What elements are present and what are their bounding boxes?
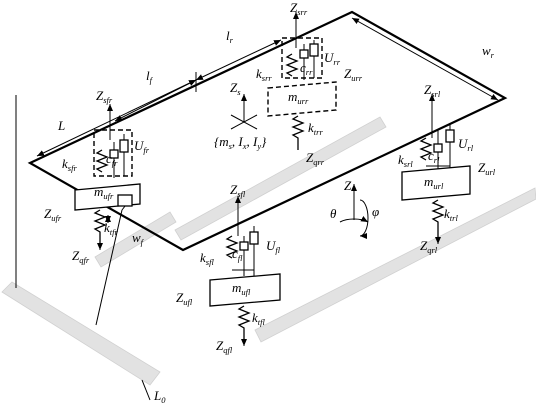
label-crl: crl	[428, 148, 440, 165]
label-ktfl: ktfl	[252, 310, 266, 327]
corner-fr	[74, 104, 141, 250]
label-theta: θ	[330, 206, 337, 221]
label-Zqfr: Zqfr	[72, 248, 90, 265]
label-Zqrr: Zqrr	[306, 150, 325, 167]
dim-lf	[114, 79, 197, 122]
dim-lr	[195, 39, 282, 81]
unsprung-mass-rl	[401, 165, 471, 201]
vehicle-body-plate	[27, 10, 508, 252]
road-front-left-approach	[1, 281, 161, 386]
road-left	[254, 187, 536, 343]
label-Ufl: Ufl	[266, 238, 281, 255]
label-Ufr: Ufr	[134, 138, 150, 155]
label-Zufr: Zufr	[44, 206, 62, 223]
label-phi: φ	[372, 204, 379, 219]
label-mufl: mufl	[232, 280, 251, 297]
label-ktfr: ktfr	[104, 220, 119, 237]
sensor-box	[117, 194, 133, 207]
label-ktrl: ktrl	[444, 206, 458, 223]
corner-rl	[401, 94, 471, 244]
label-Zurr: Zurr	[344, 66, 363, 83]
dim-wr	[351, 17, 499, 101]
label-Zqrl: Zqrl	[420, 238, 438, 255]
sensor-ray-1	[95, 209, 123, 326]
label-wf: wf	[132, 230, 145, 247]
label-mufr: mufr	[94, 184, 114, 201]
corner-rr	[267, 12, 337, 150]
label-Z-axis: Z	[344, 178, 352, 193]
label-wr: wr	[482, 43, 495, 60]
label-lf: lf	[146, 68, 154, 85]
label-Urr: Urr	[324, 50, 341, 67]
label-L: L	[57, 118, 65, 133]
label-Zqfl: Zqfl	[216, 338, 233, 355]
label-murr: murr	[288, 89, 309, 106]
label-cfr: cfr	[106, 151, 118, 168]
label-ktrr: ktrr	[308, 120, 323, 137]
label-crr: crr	[300, 60, 313, 77]
label-ksrr: ksrr	[256, 66, 272, 83]
coordinate-frame	[339, 184, 369, 239]
unsprung-mass-fl	[209, 273, 281, 307]
road-rear-right	[174, 116, 387, 241]
corner-fl	[209, 196, 281, 346]
label-murl: murl	[424, 174, 444, 191]
label-Zsrl: Zsrl	[424, 82, 441, 99]
label-ksfr: ksfr	[62, 156, 77, 173]
label-mass-inertia: {ms, Ix, Iy}	[214, 134, 267, 151]
labels: L lf lr wr wf L0 Zs {ms, Ix, Iy} Z θ φ Z…	[44, 0, 496, 405]
label-Zs: Zs	[230, 80, 241, 97]
road-strips	[1, 116, 536, 386]
label-Zsfl: Zsfl	[230, 182, 246, 199]
center-of-mass	[230, 94, 258, 130]
label-Zufl: Zufl	[176, 290, 193, 307]
label-Zurl: Zurl	[478, 160, 496, 177]
label-Url: Url	[458, 136, 474, 153]
label-L0: L0	[153, 388, 166, 405]
label-lr: lr	[226, 28, 234, 45]
label-Zsfr: Zsfr	[96, 88, 113, 105]
label-ksfl: ksfl	[200, 250, 214, 267]
dim-L0-line	[141, 379, 151, 401]
label-ksrl: ksrl	[398, 152, 413, 169]
unsprung-mass-rr	[267, 81, 337, 117]
road-front-right	[94, 211, 177, 268]
label-Zsrr: Zsrr	[290, 0, 308, 17]
label-cfl: cfl	[232, 246, 243, 263]
